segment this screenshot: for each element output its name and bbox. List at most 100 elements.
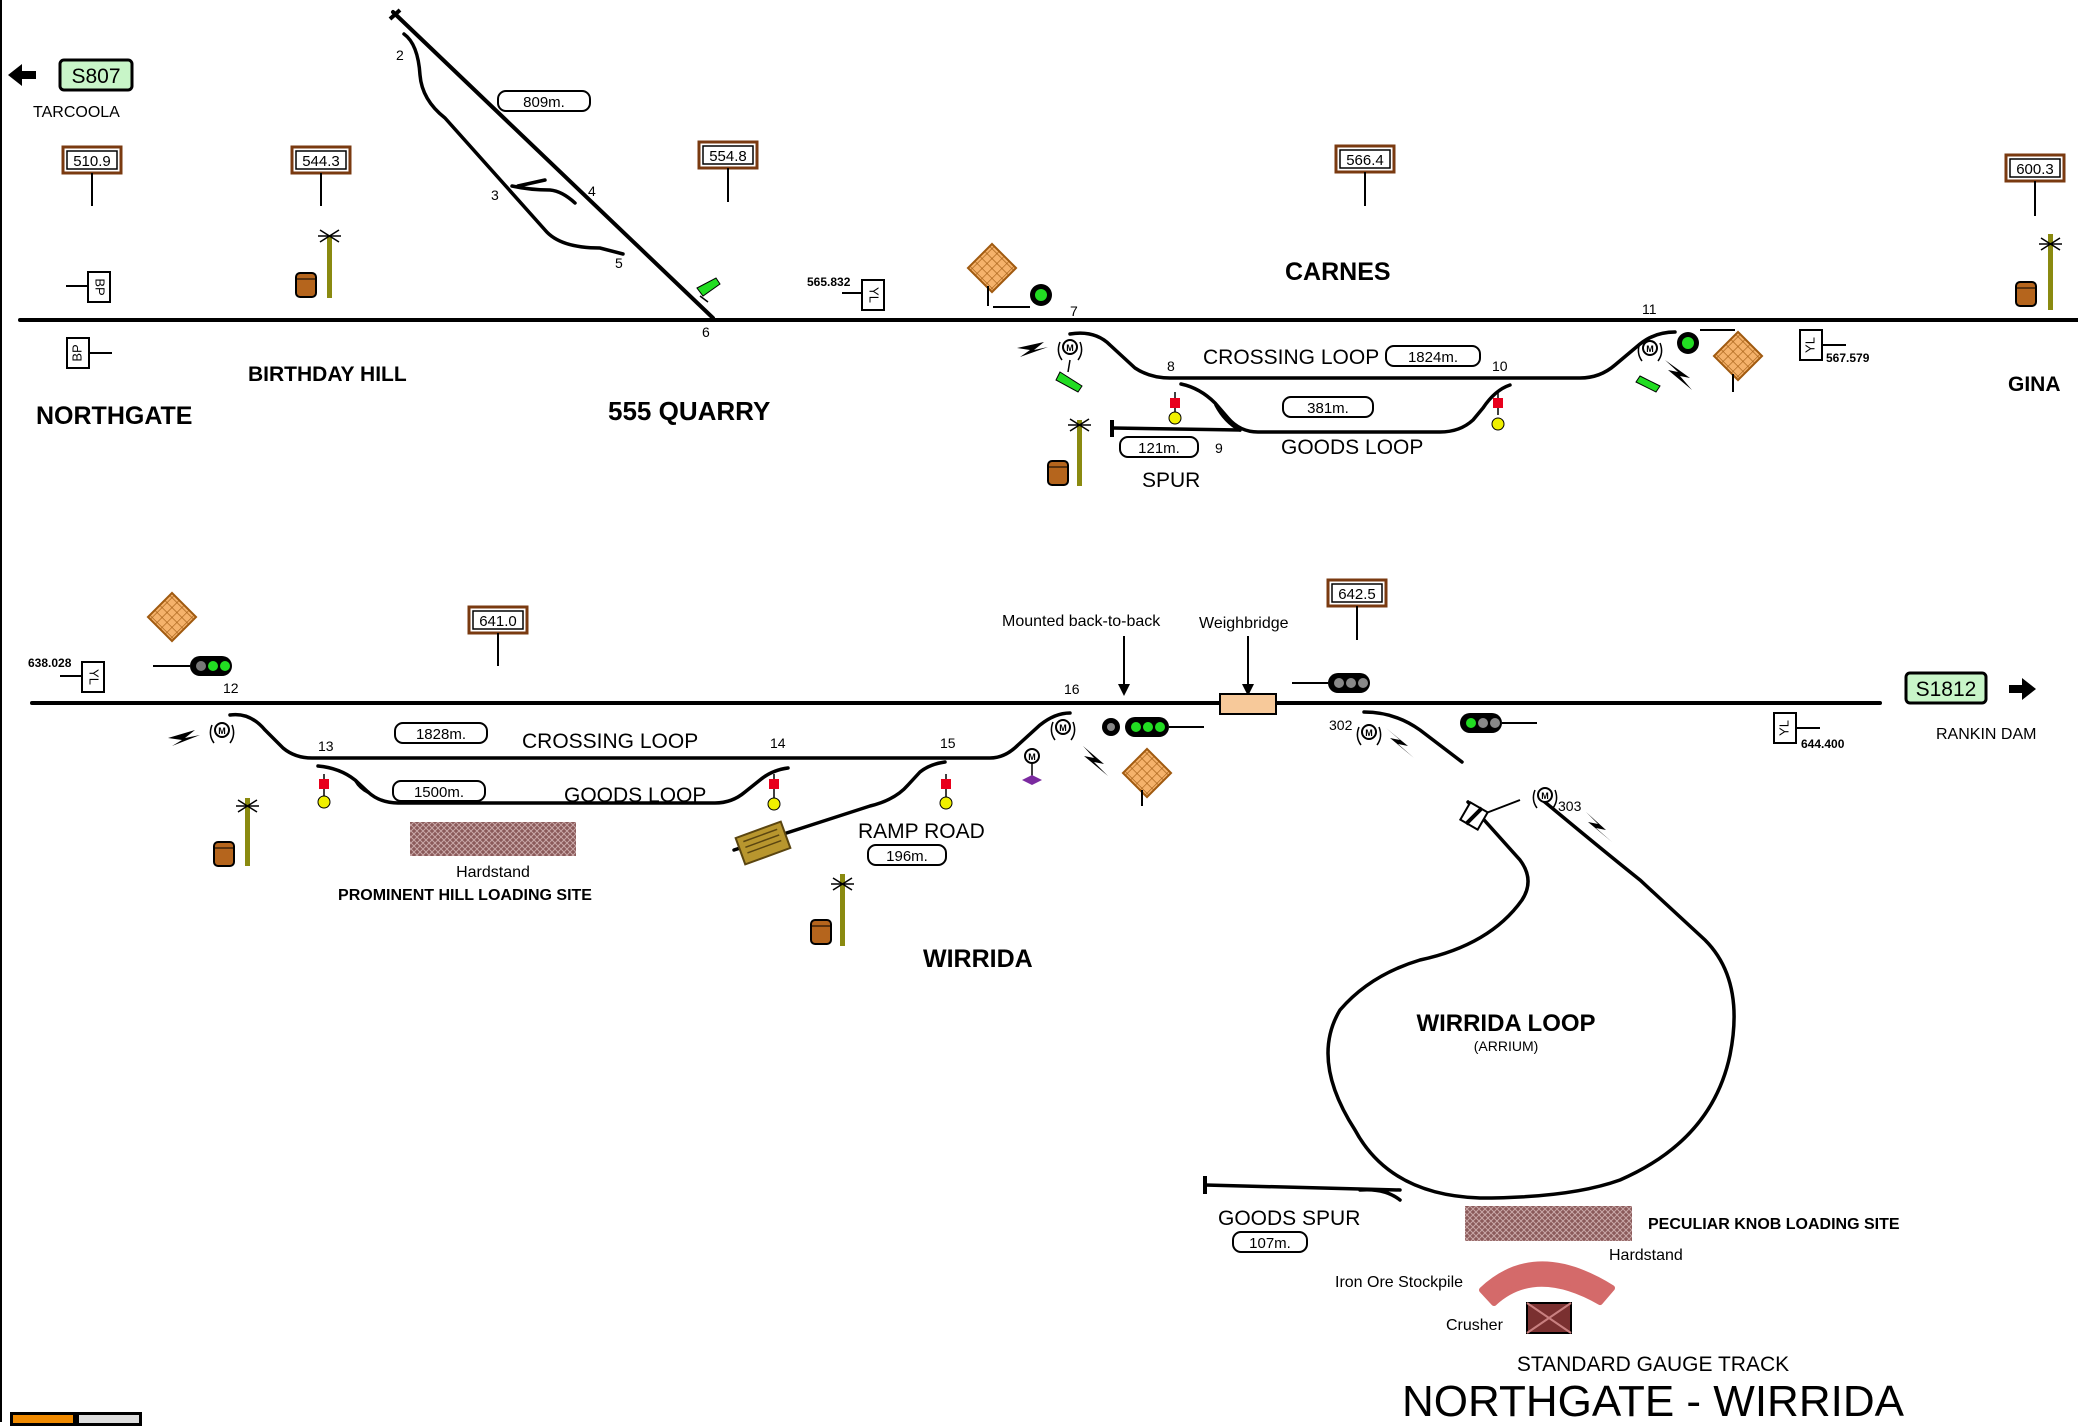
- crusher-icon: [1526, 1302, 1572, 1334]
- comms-mast-icon: [236, 798, 259, 866]
- derail-icon: [696, 277, 721, 303]
- point-motor-icon: M: [1022, 748, 1042, 785]
- point-number: 7: [1070, 303, 1078, 319]
- point-number: 14: [770, 735, 786, 751]
- water-tank-icon: [2015, 281, 2037, 307]
- point-motor-icon: M: [1050, 719, 1076, 741]
- km-post-label: 510.9: [73, 153, 111, 170]
- carnes-loops: [1068, 330, 1677, 437]
- iron-ore-stockpile: [1479, 1261, 1615, 1306]
- km-post-641-0: 641.0: [467, 605, 529, 666]
- length-label: 1828m.: [416, 726, 466, 743]
- yard-limit-km: 565.832: [807, 275, 851, 289]
- signal-icon: [1460, 713, 1537, 733]
- motor-label: M: [1028, 752, 1036, 762]
- point-motor-icon: M: [1356, 724, 1382, 746]
- point-number: 5: [615, 255, 623, 271]
- km-post-510-9: 510.9: [61, 145, 123, 206]
- legend-swatch-orange[interactable]: [10, 1412, 76, 1426]
- point-number: 16: [1064, 681, 1080, 697]
- place-label-tarcoola: TARCOOLA: [33, 104, 120, 121]
- point-number: 302: [1329, 717, 1353, 733]
- loop-name: RAMP ROAD: [858, 820, 985, 843]
- solar-panel-icon: [1121, 747, 1173, 799]
- length-label: 1500m.: [414, 784, 464, 801]
- point-motor-icon: M: [209, 722, 235, 744]
- km-post-566-4: 566.4: [1334, 144, 1396, 206]
- arrow-right-icon: [2009, 678, 2036, 700]
- yard-limit-board: YL: [1773, 712, 1797, 744]
- quarry-sidings: [388, 8, 715, 320]
- station-name-northgate: NORTHGATE: [36, 402, 192, 430]
- lightning-icon: [168, 730, 200, 746]
- comms-mast-icon: [2039, 234, 2062, 310]
- length-label: 107m.: [1249, 1235, 1291, 1252]
- derail-icon: [1458, 799, 1521, 832]
- yard-limit-board: YL: [1799, 329, 1823, 361]
- point-number: 4: [588, 183, 596, 199]
- km-post-label: 554.8: [709, 148, 747, 165]
- motor-label: M: [1646, 344, 1654, 354]
- stop-board-icon: [939, 774, 953, 810]
- stop-board-icon: [1491, 392, 1505, 431]
- point-number: 2: [396, 47, 404, 63]
- bp-label: BP: [93, 278, 108, 295]
- wirrida-balloon-loop: [1203, 710, 1736, 1202]
- solar-panel-icon: [1712, 330, 1764, 382]
- point-number: 6: [702, 324, 710, 340]
- length-box-ramp-road: 196m.: [867, 844, 947, 866]
- point-number: 303: [1558, 798, 1582, 814]
- diagram-subtitle: STANDARD GAUGE TRACK: [1517, 1353, 1789, 1376]
- signal-icon: [1292, 673, 1370, 693]
- km-post-label: 544.3: [302, 153, 340, 170]
- length-label: 196m.: [886, 848, 928, 865]
- yl-label: YL: [867, 287, 882, 303]
- loop-name: GOODS LOOP: [1281, 436, 1423, 459]
- wirrida-loops: [228, 711, 1072, 852]
- yl-label: YL: [87, 669, 102, 685]
- station-name-wirrida-loop: WIRRIDA LOOP: [1416, 1010, 1595, 1037]
- water-tank-icon: [1047, 460, 1069, 486]
- point-number: 10: [1492, 358, 1508, 374]
- yard-limit-board: YL: [81, 661, 105, 693]
- place-label-rankin-dam: RANKIN DAM: [1936, 726, 2036, 743]
- solar-panel-icon: [966, 242, 1018, 294]
- point-number: 9: [1215, 440, 1223, 456]
- motor-label: M: [1365, 728, 1373, 738]
- derail-icon: [1055, 359, 1083, 393]
- length-box-goods-spur: 107m.: [1232, 1231, 1308, 1253]
- point-number: 12: [223, 680, 239, 696]
- bp-board-upper: BP: [66, 271, 111, 303]
- station-name-carnes: CARNES: [1285, 258, 1391, 286]
- annotation-mounted-back-to-back: Mounted back-to-back: [1002, 613, 1161, 630]
- point-motor-icon: M: [1057, 339, 1083, 361]
- length-box-wirrida-goods: 1500m.: [392, 780, 486, 802]
- route-label-east: S1812: [1916, 678, 1977, 701]
- weighbridge: [1219, 693, 1277, 715]
- hardstand-prominent-hill: [410, 822, 576, 856]
- length-box-carnes-goods: 381m.: [1282, 396, 1374, 418]
- legend-swatch-grey[interactable]: [76, 1412, 142, 1426]
- km-post-554-8: 554.8: [697, 140, 759, 202]
- stop-board-icon: [767, 774, 781, 811]
- length-box-wirrida-crossing: 1828m.: [394, 722, 488, 744]
- comms-mast-icon: [831, 874, 854, 946]
- point-number: 13: [318, 738, 334, 754]
- signal-icon: [1102, 717, 1204, 737]
- length-label: 381m.: [1307, 400, 1349, 417]
- motor-label: M: [1541, 791, 1549, 801]
- diagram-title: NORTHGATE - WIRRIDA: [1402, 1377, 1905, 1422]
- stop-board-icon: [317, 774, 331, 809]
- km-post-label: 641.0: [479, 613, 517, 630]
- point-number: 11: [1642, 301, 1657, 317]
- route-label-west: S807: [71, 65, 120, 88]
- km-post-label: 600.3: [2016, 161, 2054, 178]
- loop-name: GOODS SPUR: [1218, 1207, 1360, 1230]
- yard-limit-km: 644.400: [1801, 737, 1845, 751]
- ramp-icon: [734, 820, 792, 866]
- point-number: 3: [491, 187, 499, 203]
- point-number: 8: [1167, 358, 1175, 374]
- signal-icon: [1677, 329, 1735, 354]
- yard-limit-km: 638.028: [28, 656, 72, 670]
